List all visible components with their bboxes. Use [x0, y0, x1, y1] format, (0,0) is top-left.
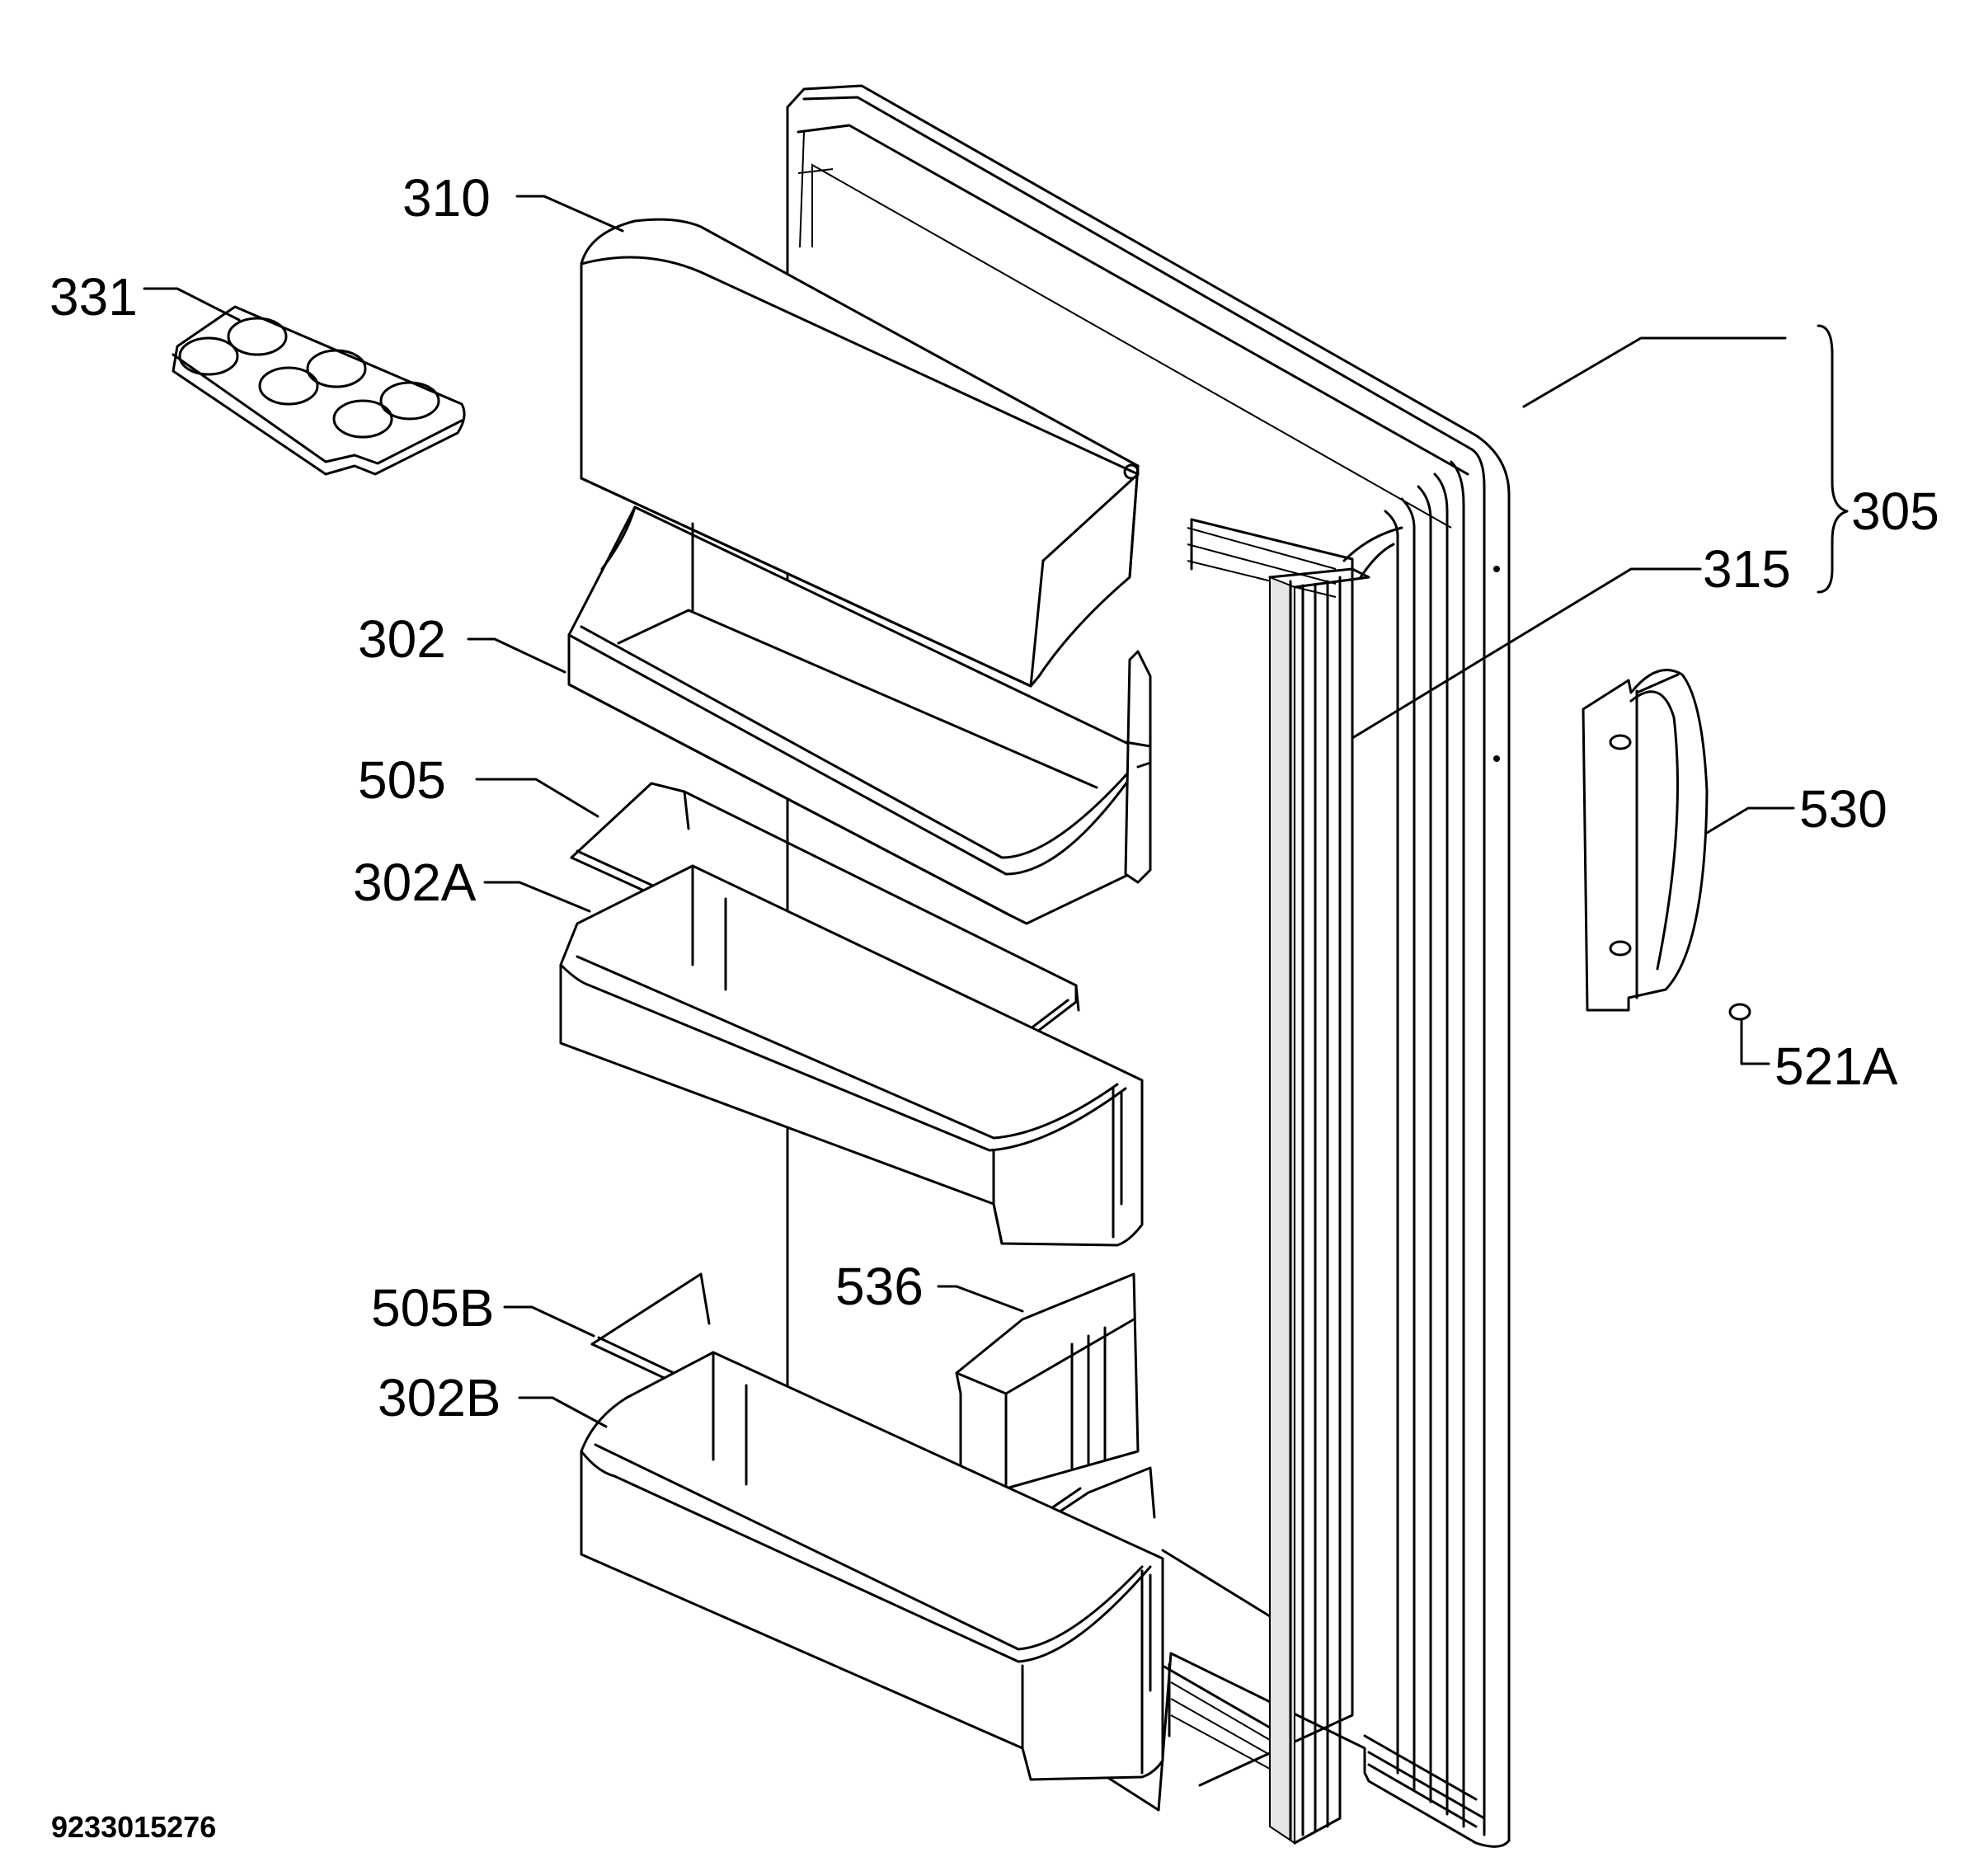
- lower-door-shelf: [580, 1351, 1164, 1781]
- callout-315: 315: [1703, 539, 1791, 599]
- callout-310: 310: [402, 168, 491, 228]
- callout-331: 331: [49, 267, 138, 327]
- door-gasket: [1268, 526, 1403, 1845]
- callout-536: 536: [835, 1257, 924, 1316]
- callout-505: 505: [358, 750, 446, 810]
- callout-302: 302: [358, 609, 446, 669]
- drawing-number: 9233015276: [51, 1810, 216, 1844]
- callout-302a: 302A: [353, 853, 477, 912]
- handle-screw-cap: [1728, 1003, 1751, 1021]
- callout-305: 305: [1851, 482, 1939, 541]
- callout-521a: 521A: [1775, 1037, 1898, 1096]
- egg-tray: [172, 305, 466, 476]
- dairy-compartment-flap: [580, 218, 1140, 688]
- callout-505b: 505B: [371, 1278, 494, 1338]
- callout-302b: 302B: [378, 1368, 501, 1427]
- leader-lines: [143, 195, 1849, 1428]
- middle-door-shelf: [559, 864, 1144, 1247]
- bottle-divider: [955, 1272, 1140, 1490]
- upper-door-shelf: [567, 505, 1152, 925]
- callout-530: 530: [1799, 779, 1887, 839]
- door-handle: [1582, 668, 1709, 1012]
